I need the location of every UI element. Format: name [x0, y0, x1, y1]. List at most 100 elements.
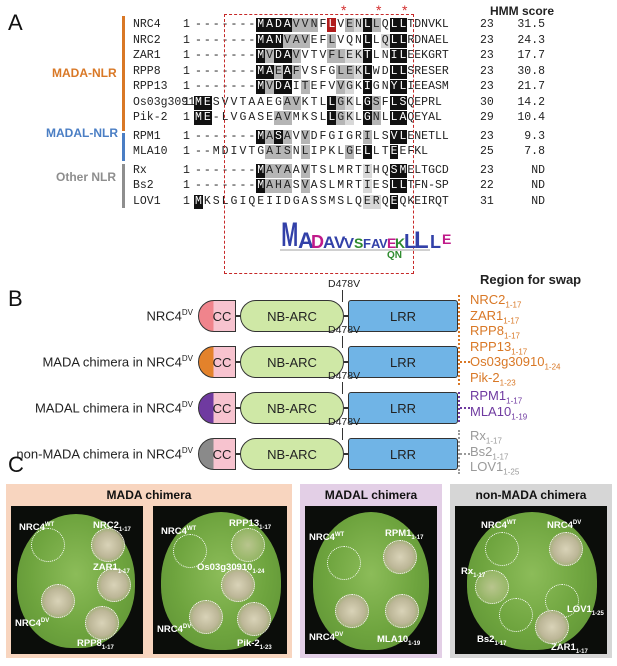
- spot-4-nrc4wt: [485, 532, 519, 566]
- label-4-bs2: Bs21-17: [477, 634, 507, 647]
- lrr-domain: LRR: [348, 346, 458, 378]
- label-1-nrc4wt: NRC4WT: [19, 522, 55, 534]
- svg-text:E: E: [442, 231, 451, 247]
- construct-label-sup: DV: [181, 308, 193, 317]
- panel-label-a: A: [8, 10, 23, 35]
- sequence-start: 1: [183, 163, 190, 177]
- sequence-tail: QEYAL: [407, 111, 442, 124]
- protein-name: LOV1: [133, 194, 161, 208]
- swap-region-item: NRC21-17: [470, 292, 521, 310]
- sequence-end: 31: [480, 194, 494, 208]
- panel-label-c: C: [8, 452, 24, 477]
- domain-connector: [344, 407, 350, 409]
- swap-connector: [460, 407, 470, 409]
- sequence-tail: EEKGRT: [407, 49, 449, 62]
- sequence-start: 1: [183, 49, 190, 62]
- protein-name: RPP13: [133, 80, 168, 93]
- nonmada-chimera-panel: non-MADA chimera NRC4WT NRC4DV Rx1-17 LO…: [450, 484, 612, 658]
- label-1-nrc2: NRC21-17: [93, 520, 131, 533]
- label-4-nrc4dv: NRC4DV: [547, 520, 582, 532]
- swap-region-range: 1-17: [503, 331, 520, 341]
- sequence-tail: TDNVKL: [407, 18, 449, 31]
- hmm-score-header: HMM score: [490, 4, 555, 18]
- label-2-rpp13: RPP131-17: [229, 518, 272, 531]
- swap-region-header: Region for swap: [480, 272, 582, 287]
- hmm-score: 24.3: [517, 33, 545, 47]
- protein-name: RPP8: [133, 64, 161, 78]
- spot-3-nrc4dv: [335, 594, 369, 628]
- svg-text:M: M: [281, 216, 298, 254]
- hmm-score: 30.8: [517, 64, 545, 78]
- label-2-nrc4wt: NRC4WT: [161, 526, 197, 538]
- mutation-marker: [342, 428, 344, 440]
- label-1-rpp8: RPP81-17: [77, 638, 114, 651]
- swap-region-item: Rx1-17: [470, 428, 502, 446]
- swap-region-name: ZAR1: [470, 307, 504, 323]
- label-4-zar1: ZAR11-17: [551, 642, 588, 655]
- sequence-end: 23: [480, 18, 494, 31]
- sequence-start: 1: [183, 111, 190, 124]
- swap-region-range: 1-17: [506, 396, 523, 406]
- spot-3-mla10: [385, 594, 419, 628]
- conserved-star-1: *: [341, 2, 347, 18]
- swap-region-range: 1-19: [511, 412, 528, 422]
- hmm-score: 21.7: [517, 80, 545, 93]
- sequence-start: 1: [183, 33, 190, 47]
- panel-label-b: B: [8, 286, 23, 311]
- hmm-score: 17.7: [517, 49, 545, 62]
- protein-name: Rx: [133, 163, 147, 177]
- swap-region-name: Pik-2: [470, 369, 500, 385]
- mutation-marker: [342, 290, 344, 302]
- svg-text:S: S: [354, 235, 363, 251]
- spot-2-nrc4dv: [189, 600, 223, 634]
- label-2-pik2: Pik-21-23: [237, 638, 272, 651]
- sequence-start: 1: [183, 179, 190, 192]
- swap-region-range: 1-17: [485, 436, 502, 446]
- swap-region-item: LOV11-25: [470, 459, 519, 477]
- sequence-tail: ENETLL: [407, 129, 449, 143]
- spot-4-rx: [475, 570, 509, 604]
- spot-4-zar1: [535, 610, 569, 644]
- cc-domain-label: CC: [212, 354, 232, 370]
- domain-connector: [344, 453, 350, 455]
- domain-connector: [236, 361, 242, 363]
- svg-text:QN: QN: [387, 250, 402, 261]
- sequence-end: 23: [480, 80, 494, 93]
- domain-connector: [236, 453, 242, 455]
- sequence-tail: ELTGCD: [407, 163, 449, 177]
- sequence-end: 23: [480, 64, 494, 78]
- swap-region-name: Bs2: [470, 443, 493, 459]
- swap-region-range: 1-17: [503, 316, 520, 326]
- construct-label-sup: DV: [181, 354, 193, 363]
- swap-region-item: ZAR11-17: [470, 308, 519, 326]
- mutation-marker: [342, 336, 344, 348]
- protein-name: ZAR1: [133, 49, 161, 62]
- sequence-end: 25: [480, 145, 494, 158]
- spot-1-zar1: [97, 568, 131, 602]
- label-2-nrc4dv: NRC4DV: [157, 624, 192, 636]
- sequence-logo: M A D A V V S F A V E K QN L L: [280, 216, 430, 261]
- sequence-start: 1: [183, 18, 190, 31]
- domain-connector: [236, 315, 242, 317]
- sequence-start: 1: [183, 80, 190, 93]
- svg-text:E: E: [387, 235, 396, 251]
- label-3-mla10: MLA101-19: [377, 634, 421, 647]
- hmm-score: 14.2: [517, 95, 545, 109]
- protein-name: Os03g30910: [133, 95, 203, 109]
- mutation-label: D478V: [328, 416, 361, 428]
- svg-text:A: A: [298, 228, 314, 253]
- spot-3-nrc4wt: [327, 546, 361, 580]
- lrr-domain: LRR: [348, 300, 458, 332]
